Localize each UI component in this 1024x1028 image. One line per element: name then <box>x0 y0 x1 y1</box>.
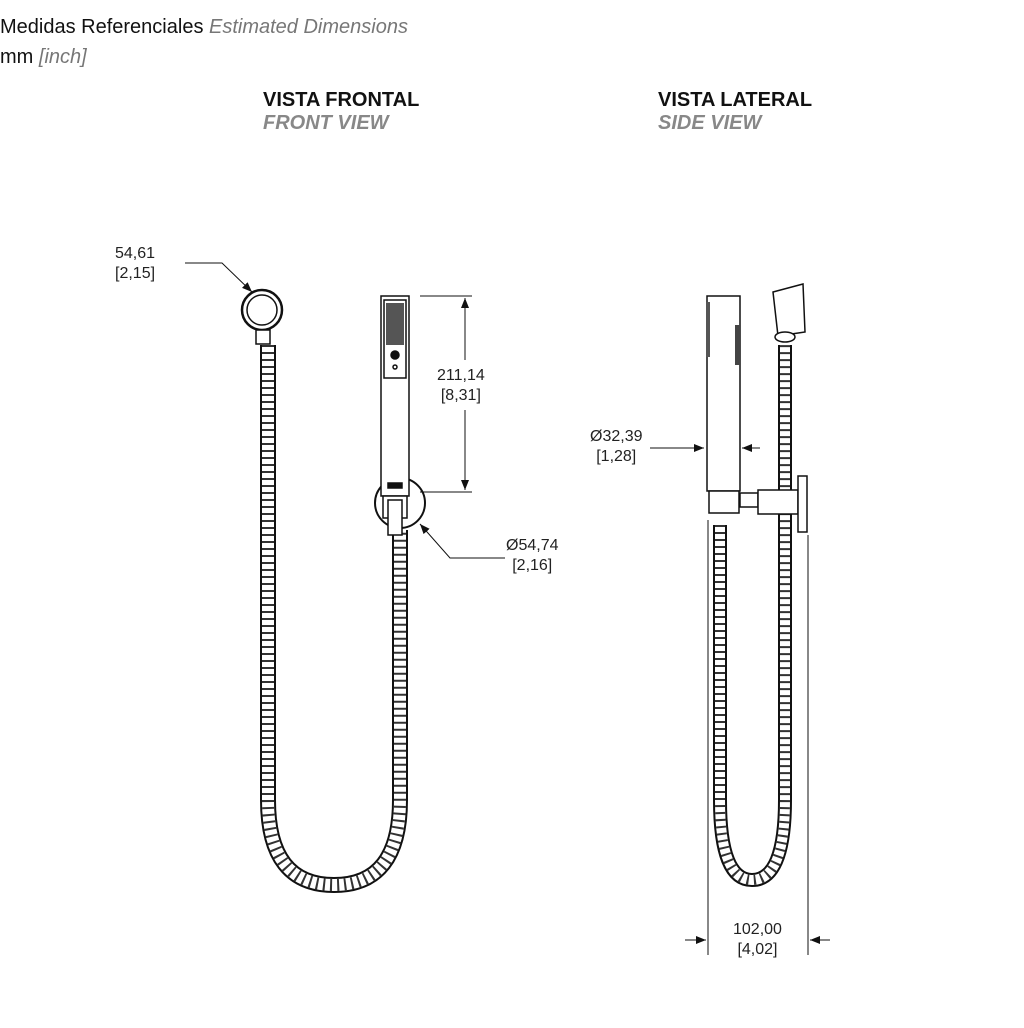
side-dimension-lines <box>650 444 830 955</box>
dim-holder-width: 54,61 [2,15] <box>115 244 155 284</box>
header-units: mm [inch] <box>0 46 87 69</box>
dim-projection: 102,00 [4,02] <box>733 920 782 960</box>
front-hose <box>260 345 408 894</box>
header-title: Medidas Referenciales Estimated Dimensio… <box>0 16 408 39</box>
dim-mm: 102,00 <box>733 921 782 938</box>
side-handshower <box>706 295 808 533</box>
dim-mm: Ø32,39 <box>590 428 643 445</box>
dim-handle-diameter: Ø32,39 [1,28] <box>590 427 642 467</box>
front-wall-holder <box>240 288 284 345</box>
dim-inch: [8,31] <box>440 387 481 404</box>
unit-inch: [inch] <box>38 46 87 68</box>
unit-mm: mm <box>0 46 34 68</box>
front-handshower <box>374 295 426 536</box>
dim-mm: 211,14 <box>437 367 485 384</box>
front-dimension-lines <box>185 262 505 559</box>
title-english: Estimated Dimensions <box>209 16 408 38</box>
side-view-title: VISTA LATERAL <box>658 89 813 111</box>
dim-inch: [2,15] <box>115 265 156 282</box>
side-hose <box>713 345 792 888</box>
side-wall-holder <box>772 283 806 343</box>
dim-inch: [2,16] <box>512 557 553 574</box>
side-view-subtitle: SIDE VIEW <box>658 112 762 134</box>
dim-mm: Ø54,74 <box>506 537 559 554</box>
dim-inch: [1,28] <box>596 448 637 465</box>
dim-mm: 54,61 <box>115 245 156 262</box>
dim-bracket-diameter: Ø54,74 [2,16] <box>506 536 558 576</box>
front-view-subtitle: FRONT VIEW <box>263 112 389 134</box>
title-spanish: Medidas Referenciales <box>0 16 204 38</box>
dim-inch: [4,02] <box>737 941 778 958</box>
front-view-title: VISTA FRONTAL <box>263 89 420 111</box>
dim-handshower-height: 211,14 [8,31] <box>437 366 485 406</box>
